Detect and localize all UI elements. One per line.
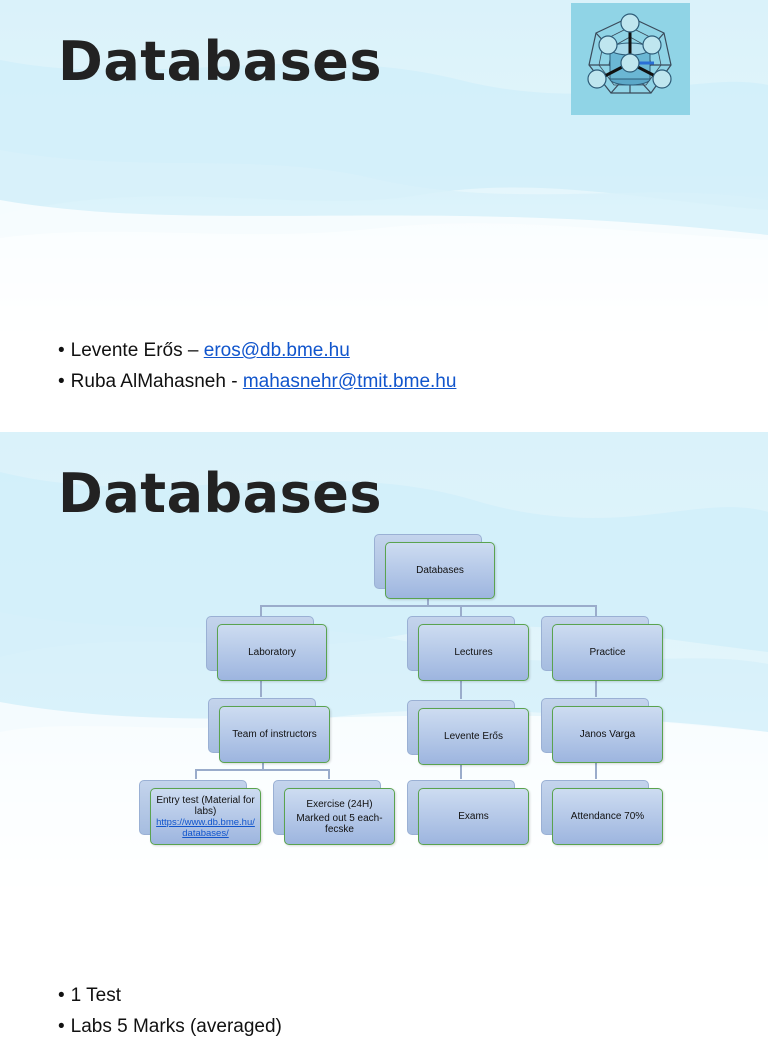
node-levente-eros: Levente Erős xyxy=(418,708,529,765)
connector-line xyxy=(460,763,462,779)
node-lectures: Lectures xyxy=(418,624,529,681)
node-label: Janos Varga xyxy=(579,729,636,740)
database-network-icon xyxy=(587,13,672,94)
node-label: Team of instructors xyxy=(232,729,317,740)
node-practice: Practice xyxy=(552,624,663,681)
entry-test-link[interactable]: https://www.db.bme.hu/databases/ xyxy=(156,816,255,839)
connector-line xyxy=(427,598,429,607)
org-chart: Databases Laboratory Lectures Practice T… xyxy=(0,432,768,1024)
node-label: Practice xyxy=(589,647,626,658)
slide-2: Databases Databases Laboratory Lectures xyxy=(0,432,768,1037)
connector-line xyxy=(328,769,330,779)
connector-line xyxy=(595,763,597,779)
list-item-text: 1 Test xyxy=(70,985,122,1006)
connector-line xyxy=(595,681,597,697)
node-label: Levente Erős xyxy=(444,731,503,742)
bullet-dot: • xyxy=(58,1016,65,1037)
bullet-dot: • xyxy=(58,340,65,361)
slide-title: Databases xyxy=(58,462,383,525)
contact-email-link[interactable]: eros@db.bme.hu xyxy=(203,340,350,361)
list-item-text: Labs 5 Marks (averaged) xyxy=(70,1016,282,1037)
bullet-dot: • xyxy=(58,371,65,392)
node-label: Lectures xyxy=(454,647,493,658)
connector-line xyxy=(595,605,597,617)
node-label: Entry test (Material for labs) xyxy=(156,794,255,817)
contact-item: •Levente Erős – eros@db.bme.hu xyxy=(58,335,456,366)
list-item: •Labs 5 Marks (averaged) xyxy=(58,1011,282,1042)
connector-line xyxy=(260,681,262,697)
node-label: Laboratory xyxy=(248,647,296,658)
connector-line xyxy=(195,769,197,779)
database-network-logo xyxy=(571,3,690,115)
node-label: Attendance 70% xyxy=(570,811,645,822)
node-label: Marked out 5 each- fecske xyxy=(296,812,383,835)
node-exercise: Exercise (24H) Marked out 5 each- fecske xyxy=(284,788,395,845)
connector-line xyxy=(460,681,462,699)
node-label: Databases xyxy=(416,565,464,576)
connector-line xyxy=(262,762,264,770)
node-laboratory: Laboratory xyxy=(217,624,327,681)
list-item: •1 Test xyxy=(58,980,282,1011)
contact-list: •Levente Erős – eros@db.bme.hu •Ruba AlM… xyxy=(58,335,456,397)
node-team-of-instructors: Team of instructors xyxy=(219,706,330,763)
course-items-list: •1 Test •Labs 5 Marks (averaged) xyxy=(58,980,282,1042)
slide-title: Databases xyxy=(58,30,383,93)
contact-email-link[interactable]: mahasnehr@tmit.bme.hu xyxy=(242,371,457,392)
connector-line xyxy=(460,605,462,617)
node-entry-test: Entry test (Material for labs) https://w… xyxy=(150,788,261,845)
bullet-dot: • xyxy=(58,985,65,1006)
contact-item: •Ruba AlMahasneh - mahasnehr@tmit.bme.hu xyxy=(58,366,456,397)
connector-line xyxy=(195,769,330,771)
node-label: Exercise (24H) xyxy=(306,798,373,810)
node-janos-varga: Janos Varga xyxy=(552,706,663,763)
contact-name: Ruba AlMahasneh - xyxy=(70,371,243,392)
connector-line xyxy=(260,605,262,617)
contact-name: Levente Erős – xyxy=(70,340,204,361)
node-exams: Exams xyxy=(418,788,529,845)
node-attendance: Attendance 70% xyxy=(552,788,663,845)
node-databases: Databases xyxy=(385,542,495,599)
node-label: Exams xyxy=(458,811,489,822)
slide-1: Databases xyxy=(0,0,768,432)
